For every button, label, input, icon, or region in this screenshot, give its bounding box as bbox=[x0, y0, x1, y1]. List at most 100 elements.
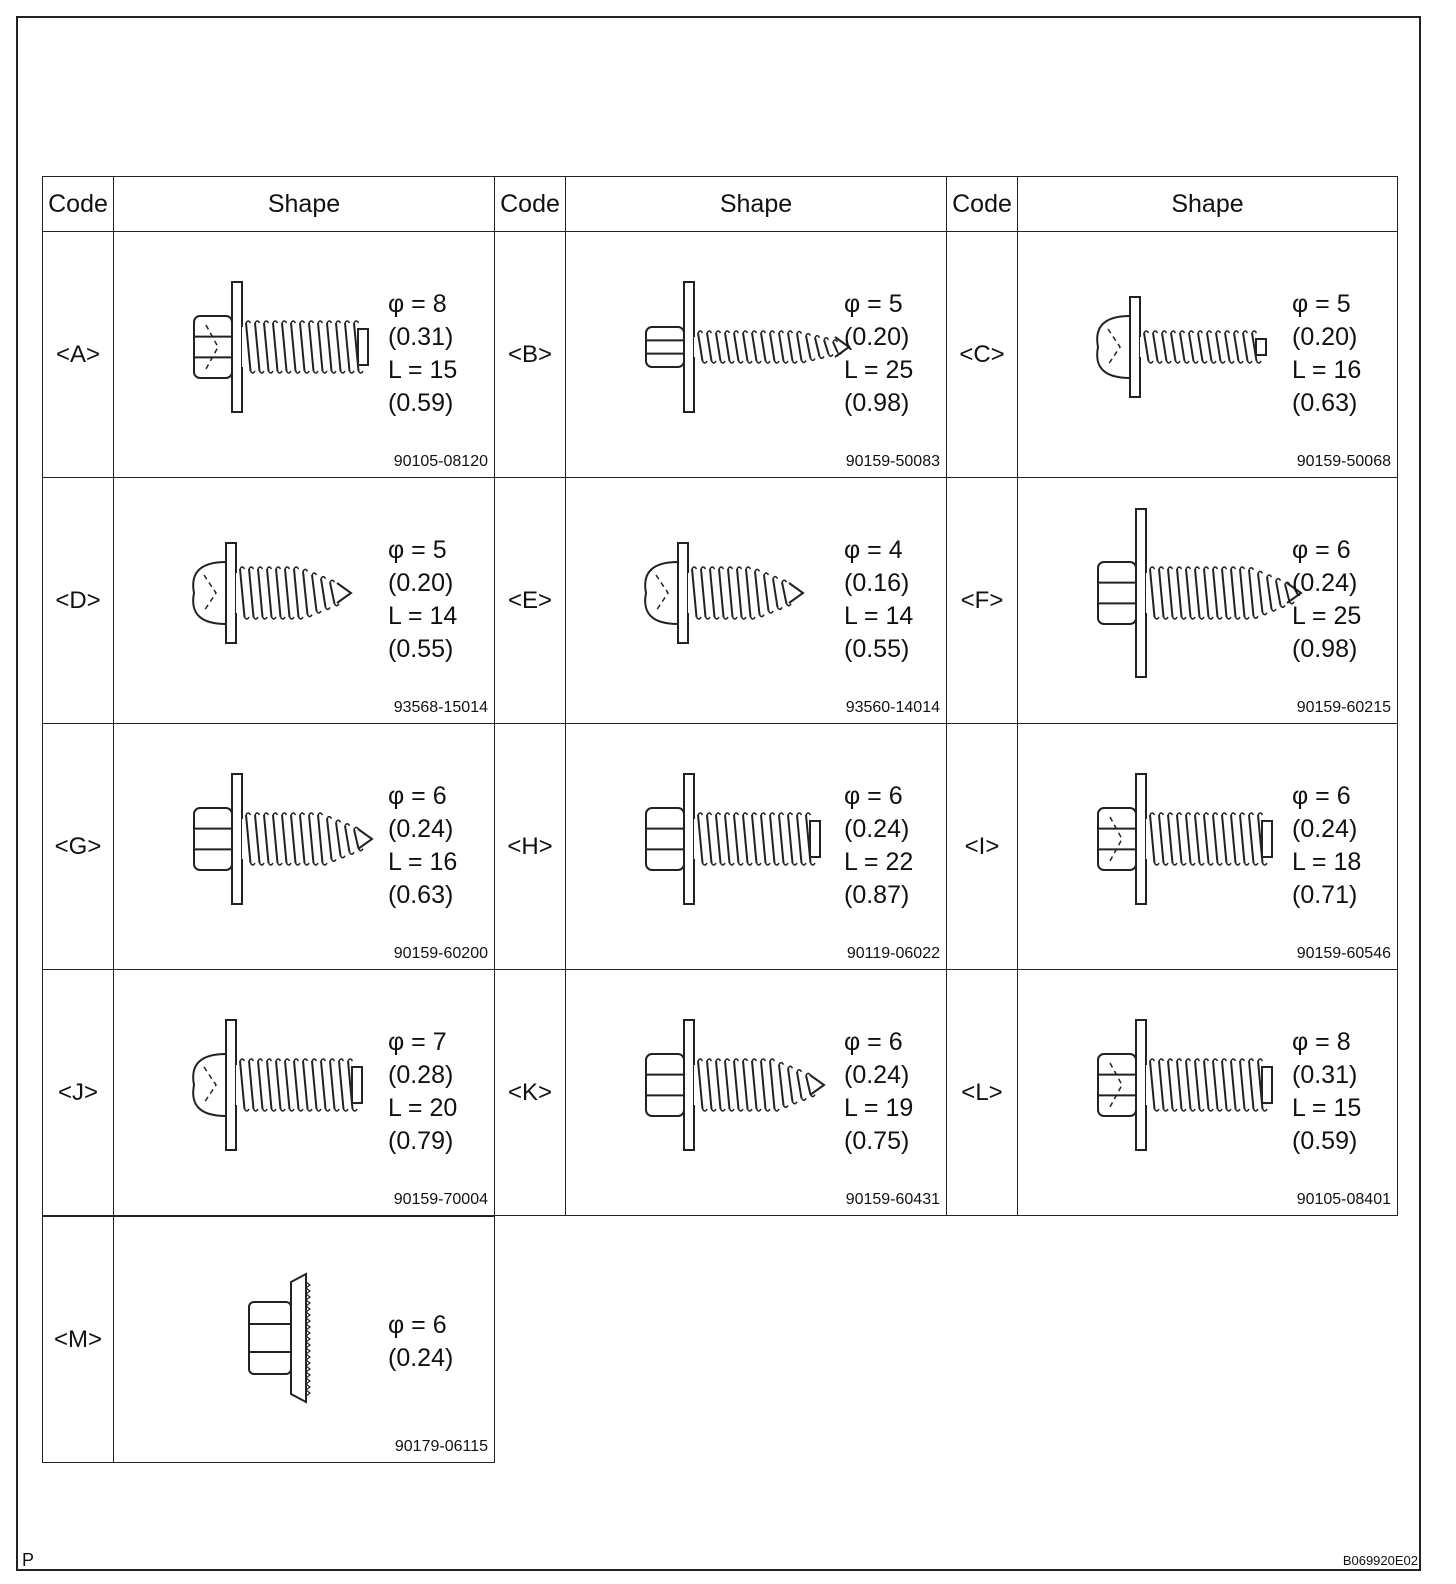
spec-block: φ = 8 (0.31) L = 15 (0.59) bbox=[388, 288, 457, 420]
pan-head-tapping-screw-icon bbox=[644, 542, 805, 644]
code-cell: <I> bbox=[946, 723, 1018, 970]
header-code-1: Code bbox=[42, 176, 114, 232]
part-number: 90159-60200 bbox=[393, 945, 488, 962]
length-mm: L = 20 bbox=[388, 1094, 458, 1122]
shape-cell: φ = 5(0.20)L = 25(0.98)90159-50083 bbox=[565, 231, 947, 478]
spec-block: φ = 5 (0.20) L = 14 (0.55) bbox=[388, 534, 457, 666]
shape-cell: φ = 6(0.24)L = 18(0.71)90159-60546 bbox=[1017, 723, 1398, 970]
diameter-in: (0.31) bbox=[388, 323, 454, 351]
length-in: (0.98) bbox=[1292, 635, 1358, 663]
figure-id: B069920E02 bbox=[1342, 1553, 1418, 1568]
shape-cell: φ = 5(0.20)L = 16(0.63)90159-50068 bbox=[1017, 231, 1398, 478]
spec-block: φ = 6(0.24)L = 25(0.98) bbox=[1292, 534, 1361, 666]
length-mm: L = 16 bbox=[1292, 356, 1362, 384]
header-code-3: Code bbox=[946, 176, 1018, 232]
spec-block: φ = 6(0.24)L = 22(0.87) bbox=[844, 780, 913, 912]
length-in: (0.63) bbox=[388, 881, 454, 909]
spec-block: φ = 6(0.24)L = 16(0.63) bbox=[388, 780, 457, 912]
code-cell: <F> bbox=[946, 477, 1018, 724]
header-shape-3: Shape bbox=[1017, 176, 1398, 232]
part-number: 90159-50068 bbox=[1296, 453, 1391, 470]
code-cell: <B> bbox=[494, 231, 566, 478]
header-shape-2: Shape bbox=[565, 176, 947, 232]
spec-block: φ = 5 (0.20) L = 25 (0.98) bbox=[844, 288, 913, 420]
spec-block: φ = 8(0.31)L = 15(0.59) bbox=[1292, 1026, 1361, 1158]
part-number: 90179-06115 bbox=[394, 1438, 488, 1455]
length-in: (0.55) bbox=[844, 635, 910, 663]
hex-tapping-screw-icon bbox=[645, 1019, 826, 1151]
washer-head-bolt-icon bbox=[192, 1019, 363, 1151]
flange-hex-bolt-icon bbox=[1097, 1019, 1273, 1151]
shape-cell: φ = 6(0.24)L = 19(0.75)90159-60431 bbox=[565, 969, 947, 1216]
diameter-mm: φ = 6 bbox=[1292, 536, 1351, 564]
code-cell: <H> bbox=[494, 723, 566, 970]
length-in: (0.98) bbox=[844, 389, 910, 417]
code-cell: <D> bbox=[42, 477, 114, 724]
shape-cell: φ = 6(0.24)L = 22(0.87)90119-06022 bbox=[565, 723, 947, 970]
length-mm: L = 25 bbox=[844, 356, 914, 384]
length-mm: L = 22 bbox=[844, 848, 914, 876]
header-shape-1: Shape bbox=[113, 176, 495, 232]
code-cell: <K> bbox=[494, 969, 566, 1216]
diameter-mm: φ = 5 bbox=[844, 290, 903, 318]
length-in: (0.63) bbox=[1292, 389, 1358, 417]
diameter-mm: φ = 4 bbox=[844, 536, 903, 564]
part-number: 90119-06022 bbox=[846, 945, 940, 962]
diameter-in: (0.24) bbox=[1292, 815, 1358, 843]
serrated-flange-nut-icon bbox=[248, 1272, 311, 1404]
fastener-table: Code Shape Code Shape Code Shape <A>φ = … bbox=[42, 176, 1398, 1466]
length-in: (0.79) bbox=[388, 1127, 454, 1155]
length-mm: L = 19 bbox=[844, 1094, 914, 1122]
pan-head-screw-icon bbox=[192, 542, 353, 644]
code-cell: <C> bbox=[946, 231, 1018, 478]
shape-cell: φ = 6(0.24)L = 16(0.63)90159-60200 bbox=[113, 723, 495, 970]
diameter-in: (0.31) bbox=[1292, 1061, 1358, 1089]
length-mm: L = 14 bbox=[844, 602, 914, 630]
length-mm: L = 14 bbox=[388, 602, 458, 630]
code-cell: <E> bbox=[494, 477, 566, 724]
diameter-in: (0.20) bbox=[388, 569, 454, 597]
diameter-mm: φ = 6 bbox=[1292, 782, 1351, 810]
length-in: (0.59) bbox=[388, 389, 454, 417]
length-mm: L = 15 bbox=[1292, 1094, 1362, 1122]
part-number: 90159-60215 bbox=[1296, 699, 1391, 716]
length-in: (0.59) bbox=[1292, 1127, 1358, 1155]
hex-tapping-screw-large-washer-icon bbox=[1097, 508, 1303, 678]
diameter-in: (0.24) bbox=[844, 1061, 910, 1089]
diagram-frame bbox=[16, 16, 1421, 1571]
diameter-mm: φ = 5 bbox=[388, 536, 447, 564]
diameter-mm: φ = 6 bbox=[844, 1028, 903, 1056]
length-in: (0.75) bbox=[844, 1127, 910, 1155]
spec-block: φ = 4 (0.16) L = 14 (0.55) bbox=[844, 534, 913, 666]
diameter-in: (0.24) bbox=[388, 815, 454, 843]
spec-block: φ = 5(0.20)L = 16(0.63) bbox=[1292, 288, 1361, 420]
part-number: 90105-08401 bbox=[1296, 1191, 1391, 1208]
diameter-in: (0.24) bbox=[844, 815, 910, 843]
diameter-in: (0.24) bbox=[1292, 569, 1358, 597]
length-mm: L = 18 bbox=[1292, 848, 1362, 876]
part-number: 93568-15014 bbox=[393, 699, 488, 716]
flange-screw-icon bbox=[1097, 773, 1273, 905]
part-number: 93560-14014 bbox=[845, 699, 940, 716]
diameter-mm: φ = 6 bbox=[388, 782, 447, 810]
diameter-mm: φ = 8 bbox=[388, 290, 447, 318]
part-number: 90159-70004 bbox=[393, 1191, 488, 1208]
hex-tapping-screw-icon bbox=[193, 773, 374, 905]
shape-cell: φ = 6 (0.24) 90179-06115 bbox=[113, 1216, 495, 1463]
flange-hex-bolt-icon bbox=[193, 281, 369, 413]
shape-cell: φ = 4 (0.16) L = 14 (0.55) 93560-14014 bbox=[565, 477, 947, 724]
length-mm: L = 15 bbox=[388, 356, 458, 384]
diameter-mm: φ = 6 bbox=[844, 782, 903, 810]
hex-bolt-icon bbox=[645, 773, 821, 905]
diameter-in: (0.24) bbox=[388, 1344, 454, 1372]
diameter-in: (0.28) bbox=[388, 1061, 454, 1089]
diameter-mm: φ = 7 bbox=[388, 1028, 447, 1056]
code-cell: <L> bbox=[946, 969, 1018, 1216]
length-in: (0.55) bbox=[388, 635, 454, 663]
diameter-mm: φ = 6 bbox=[388, 1311, 447, 1339]
shape-cell: φ = 8(0.31)L = 15(0.59)90105-08401 bbox=[1017, 969, 1398, 1216]
diameter-in: (0.20) bbox=[844, 323, 910, 351]
code-cell: <G> bbox=[42, 723, 114, 970]
shape-cell: φ = 6(0.24)L = 25(0.98)90159-60215 bbox=[1017, 477, 1398, 724]
diameter-in: (0.16) bbox=[844, 569, 910, 597]
